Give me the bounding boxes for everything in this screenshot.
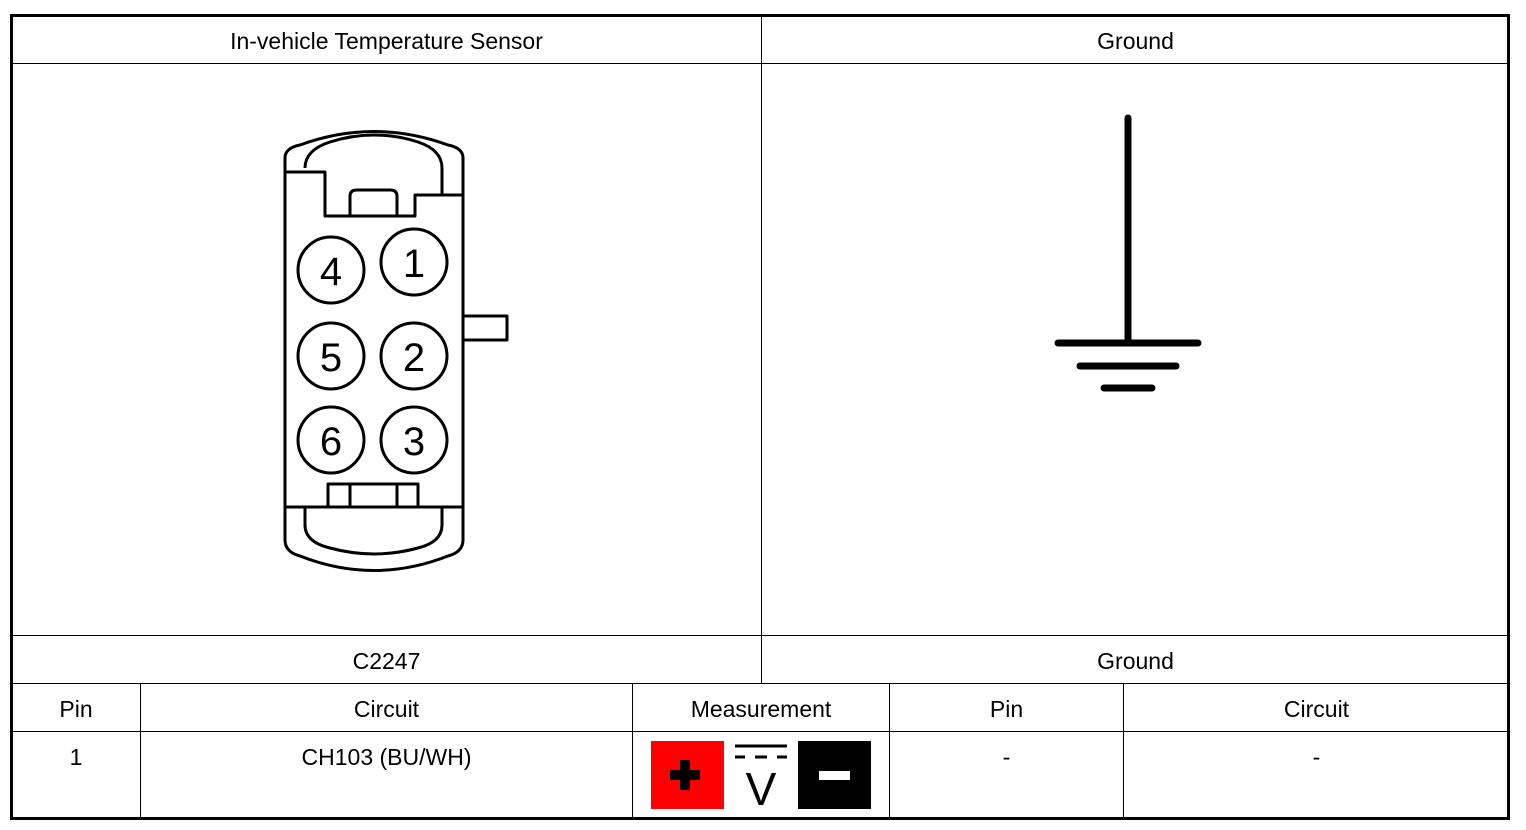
row-circuit: CH103 (BU/WH) [301,744,472,770]
dc-voltage-icon: V [733,741,789,815]
col-header-ground-pin: Pin [989,696,1024,722]
pin-circle-6 [296,405,366,475]
header-divider [12,63,1509,64]
connector-face-drawing: 4 1 5 2 6 3 [283,130,509,572]
col-header-pin: Pin [59,696,93,722]
ground-title: Ground [1097,28,1174,54]
positive-probe-icon [651,741,724,809]
pin-circle-5 [296,321,366,391]
col-divider-3 [889,684,890,818]
row-ground-pin: - [1002,744,1011,770]
ground-label: Ground [1097,648,1174,674]
pin-circle-4 [296,235,366,305]
center-divider [761,16,762,684]
image-divider [12,635,1509,636]
pin-label-4: 4 [320,250,342,294]
measurement-symbol: V [651,741,871,815]
pin-label-6: 6 [320,420,342,464]
component-title: In-vehicle Temperature Sensor [230,28,543,54]
diagram-frame [10,14,1510,820]
negative-probe-icon [798,741,871,809]
pin-label-5: 5 [320,336,342,380]
pin-circle-2 [379,321,449,391]
pin-label-3: 3 [403,420,425,464]
col-divider-4 [1123,684,1124,818]
pin-circle-3 [379,405,449,475]
volt-symbol: V [746,763,777,809]
col-header-circuit: Circuit [353,696,420,722]
col-divider-2 [632,684,633,818]
ground-symbol-icon [1054,114,1202,392]
connector-id: C2247 [352,648,421,674]
pin-circle-1 [379,227,449,297]
row-pin: 1 [69,744,83,770]
col-header-ground-circuit: Circuit [1283,696,1350,722]
pin-label-2: 2 [403,336,425,380]
pin-label-1: 1 [403,242,425,286]
connector-label-divider [12,683,1509,684]
col-header-measurement: Measurement [690,696,832,722]
table-header-divider [12,731,1509,732]
col-divider-1 [140,684,141,818]
row-ground-circuit: - [1312,744,1321,770]
